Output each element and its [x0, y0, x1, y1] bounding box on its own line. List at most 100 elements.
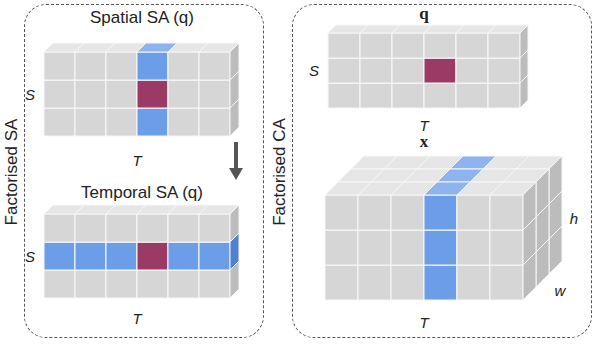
cube-face — [328, 83, 360, 108]
cube-face — [199, 214, 230, 242]
cube-face — [106, 52, 137, 80]
panel-title: Factorised CA — [270, 118, 290, 226]
cube-face — [75, 214, 106, 242]
cube-face — [391, 230, 424, 265]
cube-face — [75, 80, 106, 108]
axis-label: w — [555, 282, 566, 299]
cube-face — [75, 52, 106, 80]
cube-face — [106, 214, 137, 242]
cube-face — [536, 169, 549, 217]
cube-face — [424, 195, 457, 230]
cube-face — [549, 156, 562, 204]
cube-face — [488, 58, 520, 83]
cube-face — [488, 83, 520, 108]
cube-face — [137, 214, 168, 242]
cube-grid: qST — [320, 8, 532, 112]
cube-face — [75, 242, 106, 270]
cube-face — [230, 43, 239, 80]
grid-title: Temporal SA (q) — [81, 183, 203, 203]
cube-face — [199, 52, 230, 80]
panel-title: Factorised SA — [2, 119, 22, 226]
cube-face — [424, 265, 457, 300]
axis-label: T — [132, 152, 141, 169]
cube-face — [44, 214, 75, 242]
cube-face — [456, 83, 488, 108]
cube-face — [168, 270, 199, 298]
cube-face — [75, 108, 106, 136]
cube-face — [392, 33, 424, 58]
cube-face — [490, 195, 523, 230]
cube-block: xhwT — [318, 132, 568, 304]
dashed-panel: Spatial SA (q)STTemporal SA (q)STFactori… — [24, 4, 264, 338]
cube-face — [358, 230, 391, 265]
cube-face — [490, 265, 523, 300]
cube-face — [106, 242, 137, 270]
cube-face — [137, 80, 168, 108]
cube-face — [44, 242, 75, 270]
cube-face — [325, 195, 358, 230]
cube-face — [325, 230, 358, 265]
cube-face — [137, 270, 168, 298]
cube-face — [44, 270, 75, 298]
axis-label: T — [419, 117, 428, 134]
cube-face — [456, 33, 488, 58]
cube-face — [392, 83, 424, 108]
cube-face — [392, 58, 424, 83]
cube-grid: Spatial SA (q)ST — [40, 6, 246, 140]
cube-face — [391, 195, 424, 230]
cube-face — [44, 108, 75, 136]
cube-face — [44, 80, 75, 108]
axis-label: S — [25, 248, 35, 265]
cube-face — [106, 80, 137, 108]
grid-title: Spatial SA (q) — [90, 8, 194, 28]
flow-arrow — [234, 142, 238, 168]
cube-face — [168, 242, 199, 270]
cube-face — [137, 242, 168, 270]
dashed-panel: qSTxhwTFactorised CA — [292, 4, 592, 338]
cube-face — [358, 265, 391, 300]
axis-label: h — [570, 210, 578, 227]
cube-face — [168, 52, 199, 80]
cube-face — [488, 33, 520, 58]
cube-face — [106, 270, 137, 298]
cube-face — [457, 265, 490, 300]
tensor-symbol: x — [420, 132, 429, 152]
cube-face — [360, 83, 392, 108]
cube-face — [490, 230, 523, 265]
cube-face — [44, 52, 75, 80]
cube-face — [424, 58, 456, 83]
cube-face — [325, 265, 358, 300]
cube-face — [168, 80, 199, 108]
cube-face — [168, 214, 199, 242]
cube-face — [520, 25, 528, 58]
cube-face — [456, 58, 488, 83]
cube-face — [230, 205, 239, 242]
axis-label: S — [309, 62, 319, 79]
cube-face — [424, 230, 457, 265]
cube-face — [106, 108, 137, 136]
cube-face — [424, 83, 456, 108]
axis-label: S — [25, 86, 35, 103]
cube-face — [137, 52, 168, 80]
cube-face — [328, 58, 360, 83]
cube-face — [360, 33, 392, 58]
cube-face — [360, 58, 392, 83]
cube-face — [457, 195, 490, 230]
cube-face — [199, 80, 230, 108]
axis-label: T — [132, 310, 141, 327]
cube-face — [424, 33, 456, 58]
axis-label: T — [419, 314, 428, 331]
cube-face — [137, 108, 168, 136]
cube-face — [457, 230, 490, 265]
cube-face — [523, 182, 536, 230]
cube-grid: Temporal SA (q)ST — [40, 181, 246, 302]
cube-face — [391, 265, 424, 300]
cube-face — [328, 33, 360, 58]
tensor-symbol: q — [419, 4, 428, 24]
cube-face — [75, 270, 106, 298]
cube-face — [168, 108, 199, 136]
